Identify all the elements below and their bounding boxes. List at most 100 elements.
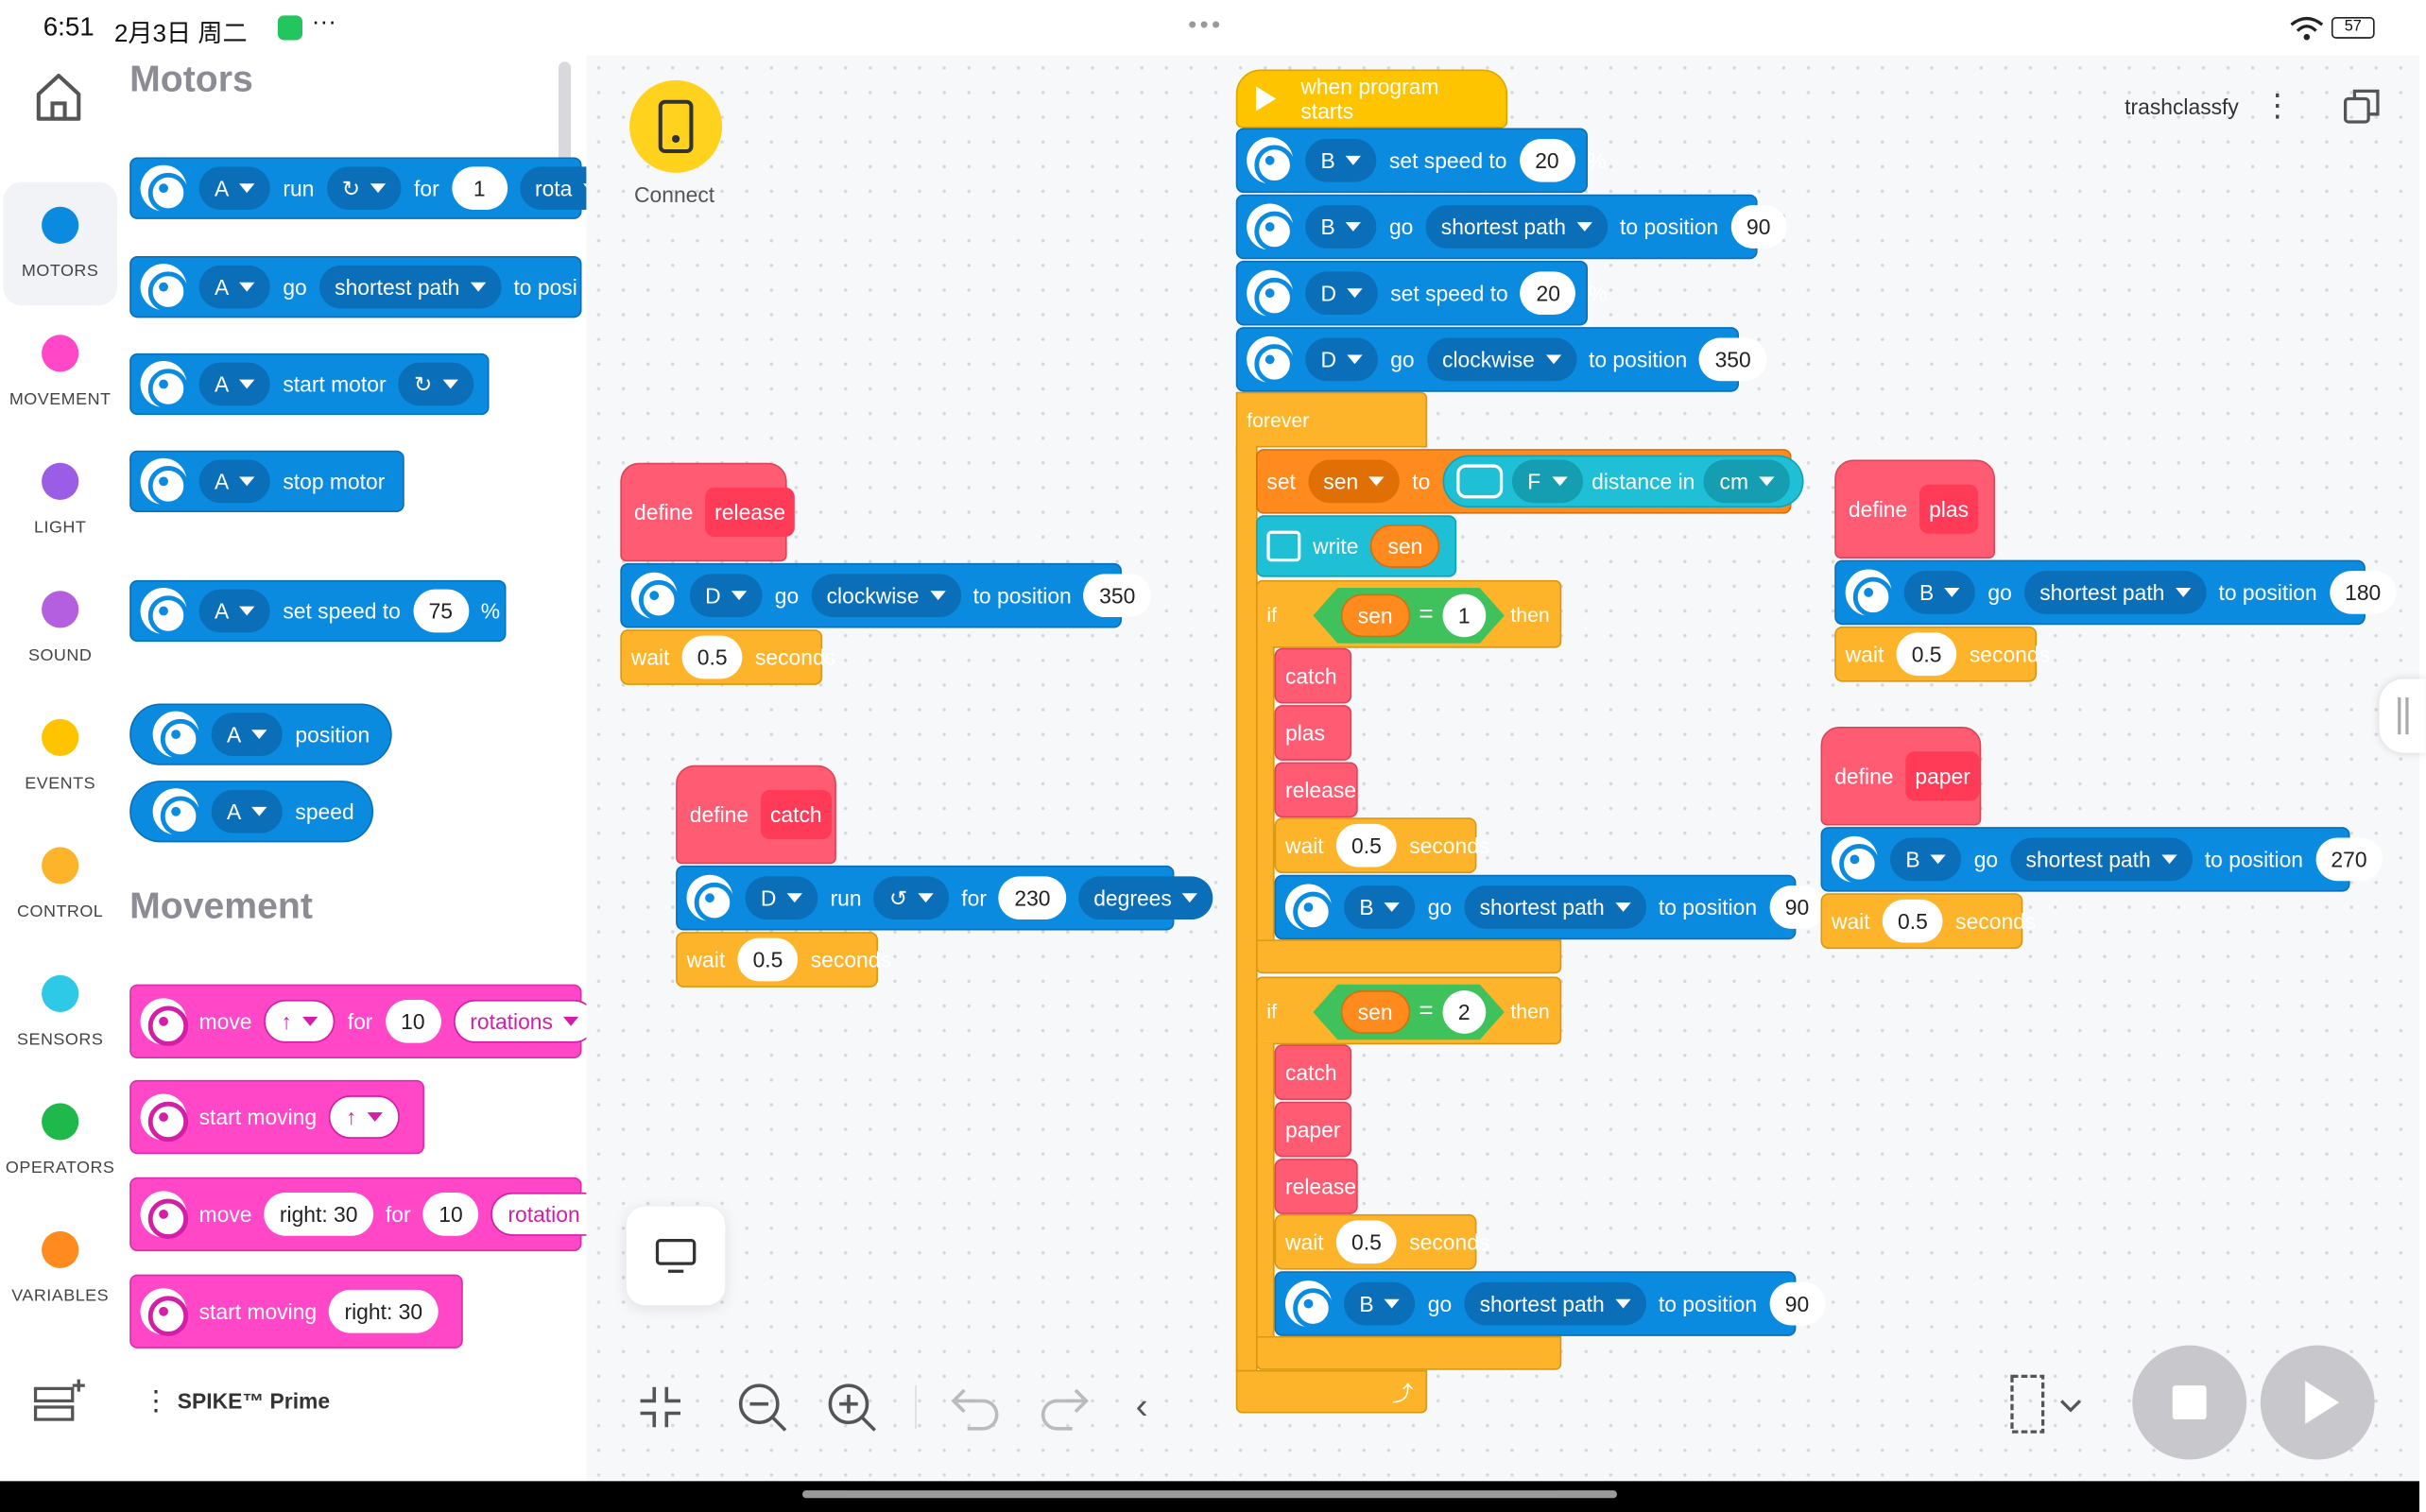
unit-dropdown[interactable]: degrees (1077, 876, 1213, 920)
unit-dropdown[interactable]: cm (1704, 459, 1791, 504)
path-dropdown[interactable]: clockwise (1426, 337, 1576, 382)
port-dropdown[interactable]: A (198, 362, 271, 406)
value-input[interactable]: 0.5 (1896, 632, 1957, 677)
value-input[interactable]: 350 (1083, 574, 1151, 618)
connect-button[interactable] (629, 79, 723, 173)
value-input[interactable]: 0.5 (1335, 823, 1398, 868)
palette-motor-position-reporter[interactable]: A position (129, 703, 392, 765)
equals-condition[interactable]: sen = 1 (1313, 588, 1504, 644)
home-indicator[interactable] (801, 1490, 1618, 1499)
value-input[interactable]: 20 (1519, 138, 1575, 182)
window-switch-icon[interactable] (2342, 86, 2382, 126)
distance-sensor-reporter[interactable]: F distance in cm (1442, 455, 1804, 508)
direction-dropdown[interactable]: ↑ (329, 1095, 401, 1139)
unit-dropdown[interactable]: rotations (453, 999, 596, 1043)
home-icon[interactable] (34, 71, 83, 124)
go-to-position-block[interactable]: B go shortest path to position 90 (1235, 194, 1787, 260)
port-dropdown[interactable]: B (1305, 138, 1377, 182)
wait-block[interactable]: wait 0.5 seconds (1274, 817, 1489, 874)
palette-start-moving-steer[interactable]: start moving right: 30 (129, 1274, 463, 1349)
palette-motor-run-for[interactable]: A run ↻ for 1 rota (129, 157, 614, 219)
steer-input[interactable]: right: 30 (329, 1289, 439, 1333)
value-input[interactable]: 0.5 (1882, 899, 1944, 943)
port-dropdown[interactable]: A (198, 589, 271, 633)
port-dropdown[interactable]: D (745, 876, 818, 920)
if-block[interactable]: if sen = 1 then (1255, 579, 1562, 648)
define-release-block[interactable]: define release (620, 462, 795, 562)
console-button[interactable] (626, 1206, 726, 1306)
define-paper-block[interactable]: define paper (1820, 726, 1982, 826)
call-catch-block[interactable]: catch (1274, 647, 1352, 704)
go-to-position-block[interactable]: B go shortest path to position 90 (1274, 1271, 1825, 1336)
run-button[interactable] (2260, 1345, 2375, 1460)
define-plas-block[interactable]: define plas (1834, 459, 1996, 559)
side-panel-handle[interactable] (2379, 679, 2426, 753)
port-dropdown[interactable]: F (1511, 459, 1583, 504)
port-dropdown[interactable]: D (689, 574, 763, 618)
run-for-block[interactable]: D run ↺ for 230 degrees (676, 865, 1213, 931)
port-dropdown[interactable]: A (211, 713, 284, 756)
device-name[interactable]: SPIKE™ Prime (177, 1388, 331, 1414)
category-variables[interactable]: VARIABLES (3, 1207, 117, 1331)
define-catch-block[interactable]: define catch (676, 765, 836, 865)
direction-dropdown[interactable]: ↑ (264, 999, 336, 1043)
value-input[interactable]: 90 (1769, 885, 1825, 929)
port-dropdown[interactable]: A (198, 265, 271, 309)
value-input[interactable]: 1 (451, 166, 508, 211)
value-input[interactable]: 230 (999, 876, 1066, 920)
category-movement[interactable]: MOVEMENT (3, 310, 117, 434)
direction-dropdown[interactable]: ↺ (873, 876, 950, 920)
go-to-position-block[interactable]: B go shortest path to position 270 (1820, 827, 2383, 892)
stop-button[interactable] (2132, 1345, 2247, 1460)
variable-reporter[interactable]: sen (1341, 990, 1410, 1034)
project-menu-icon[interactable]: ⋮ (2262, 89, 2294, 124)
set-speed-block[interactable]: B set speed to 20 % (1235, 128, 1607, 194)
palette-motor-go-to-position[interactable]: A go shortest path to posi (129, 256, 582, 318)
zoom-out-icon[interactable] (731, 1376, 793, 1437)
category-motors[interactable]: MOTORS (3, 181, 118, 306)
wait-block[interactable]: wait 0.5 seconds (676, 932, 891, 988)
path-dropdown[interactable]: shortest path (1464, 1281, 1646, 1326)
extensions-icon[interactable] (31, 1376, 90, 1425)
palette-move-steer-for[interactable]: move right: 30 for 10 rotation (129, 1177, 624, 1252)
palette-motor-stop[interactable]: A stop motor (129, 450, 404, 513)
direction-dropdown[interactable]: ↻ (326, 166, 402, 211)
value-input[interactable]: 20 (1520, 271, 1576, 316)
port-dropdown[interactable]: B (1305, 205, 1377, 249)
category-light[interactable]: LIGHT (3, 438, 117, 562)
hub-slots-selector[interactable] (2005, 1370, 2083, 1438)
path-dropdown[interactable]: shortest path (1464, 885, 1646, 929)
when-program-starts-block[interactable]: when program starts (1235, 69, 1508, 129)
multitask-handle[interactable]: ••• (1188, 12, 1224, 39)
value-input[interactable]: 350 (1699, 337, 1767, 382)
value-input[interactable]: 0.5 (681, 635, 743, 679)
go-to-position-block[interactable]: D go clockwise to position 350 (1235, 327, 1767, 392)
port-dropdown[interactable]: A (211, 789, 284, 833)
write-block[interactable]: write sen (1255, 515, 1457, 577)
palette-start-moving[interactable]: start moving ↑ (129, 1079, 424, 1155)
port-dropdown[interactable]: B (1889, 837, 1962, 882)
palette-scrollbar[interactable] (559, 61, 572, 180)
if-block[interactable]: if sen = 2 then (1255, 976, 1562, 1045)
steer-input[interactable]: right: 30 (264, 1193, 373, 1236)
category-sound[interactable]: SOUND (3, 566, 117, 690)
port-dropdown[interactable]: A (198, 166, 271, 211)
call-release-block[interactable]: release (1274, 762, 1358, 818)
project-name[interactable]: trashclassfy (2125, 94, 2239, 119)
wait-block[interactable]: wait 0.5 seconds (1834, 626, 2050, 682)
value-input[interactable]: 90 (1769, 1281, 1825, 1326)
category-events[interactable]: EVENTS (3, 695, 117, 818)
path-dropdown[interactable]: shortest path (2023, 571, 2207, 614)
direction-dropdown[interactable]: ↻ (398, 362, 474, 406)
call-catch-block[interactable]: catch (1274, 1044, 1352, 1101)
variable-reporter[interactable]: sen (1341, 594, 1410, 638)
device-menu-icon[interactable]: ⋮ (142, 1385, 170, 1417)
value-input[interactable]: 0.5 (1335, 1220, 1398, 1264)
value-input[interactable]: 75 (412, 589, 469, 633)
path-dropdown[interactable]: shortest path (1425, 205, 1608, 249)
value-input[interactable]: 1 (1442, 594, 1486, 638)
go-to-position-block[interactable]: B go shortest path to position 90 (1274, 874, 1825, 940)
redo-icon[interactable] (1034, 1376, 1095, 1437)
palette-motor-start[interactable]: A start motor ↻ (129, 352, 490, 416)
go-to-position-block[interactable]: D go clockwise to position 350 (620, 562, 1151, 628)
